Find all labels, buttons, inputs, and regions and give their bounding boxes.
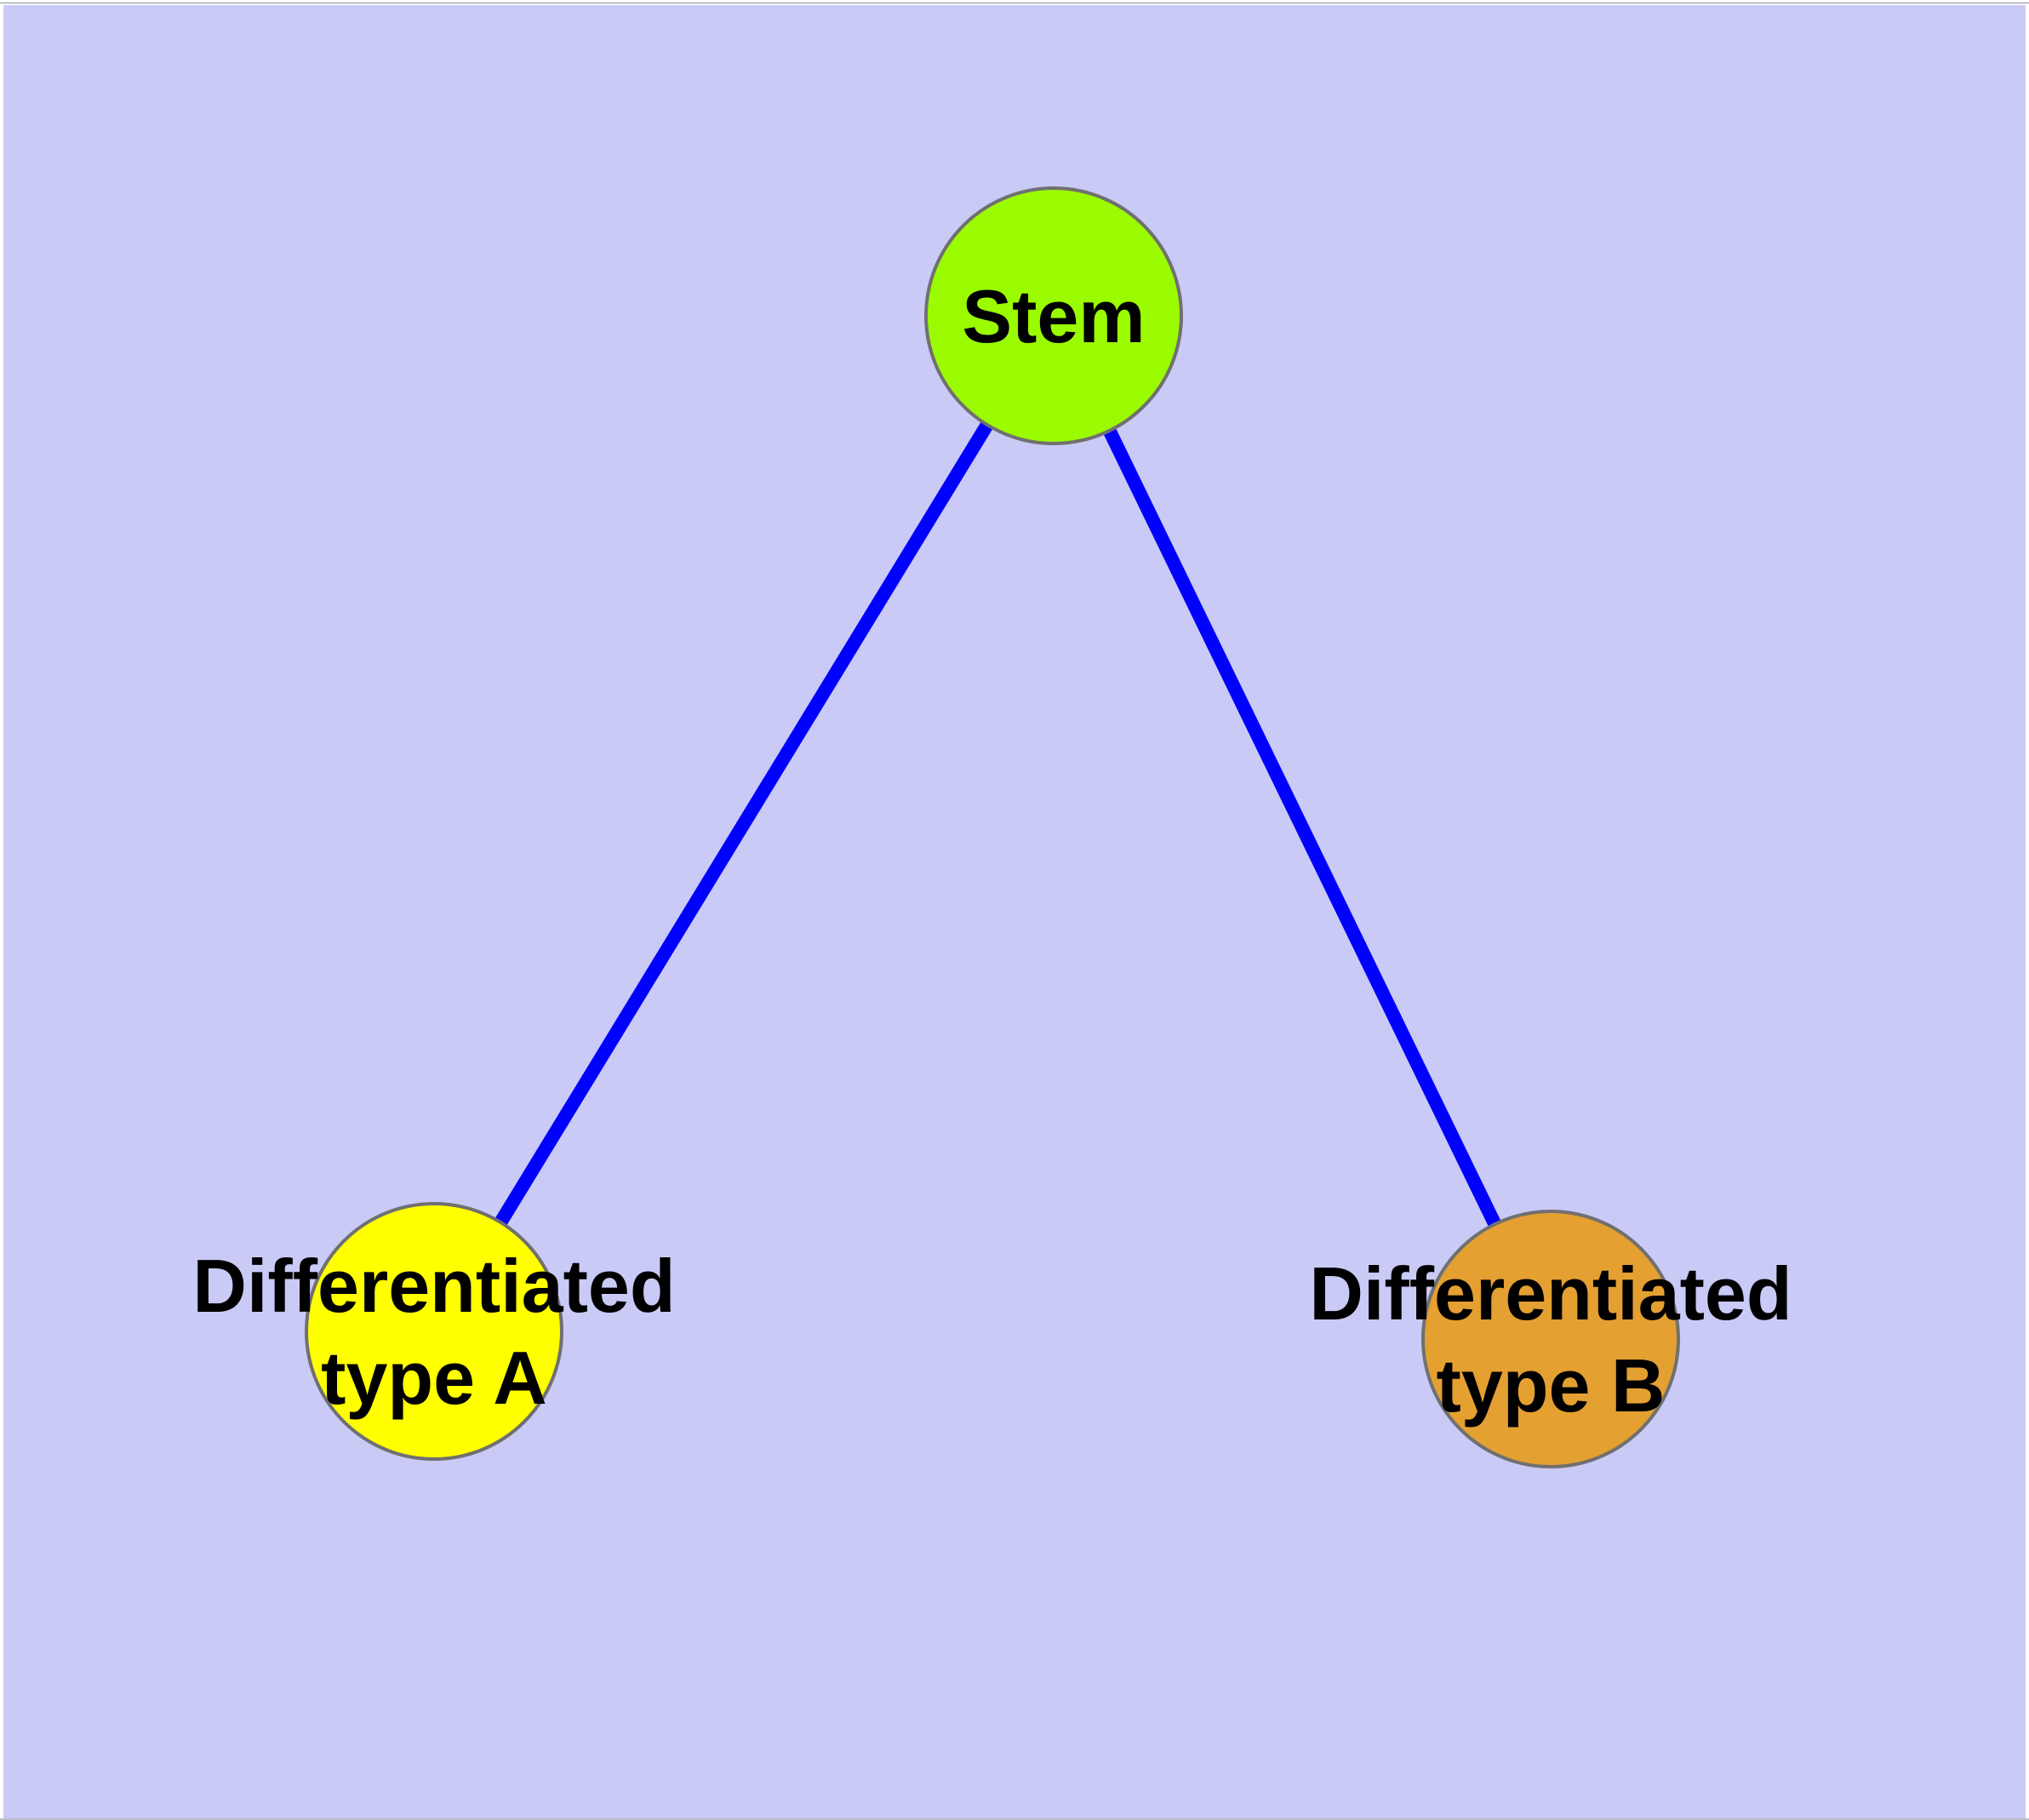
node-labels: Stem Differentiated type A Differentiate…	[192, 274, 1792, 1428]
node-stem-label: Stem	[962, 274, 1145, 358]
edges	[428, 312, 1557, 1342]
node-type-b-label-line1: Differentiated	[1309, 1251, 1792, 1336]
node-type-b-label-line2: type B	[1437, 1343, 1666, 1428]
node-differentiated-type-b	[1421, 1210, 1680, 1468]
edge-stem-to-type-a	[428, 312, 1060, 1336]
node-stem	[924, 186, 1183, 445]
nodes	[305, 186, 1680, 1468]
node-type-a-label-line2: type A	[321, 1336, 547, 1420]
node-differentiated-type-a	[305, 1202, 563, 1461]
edge-stem-to-type-b	[1047, 312, 1557, 1342]
node-type-a-label-line1: Differentiated	[192, 1244, 675, 1328]
